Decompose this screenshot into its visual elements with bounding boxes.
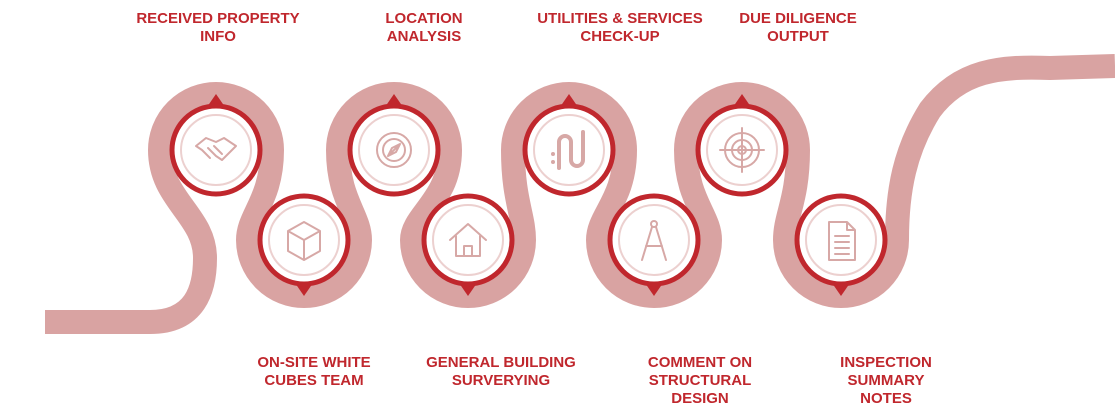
step-label-due-diligence-output: DUE DILIGENCE OUTPUT <box>739 10 857 45</box>
step-node <box>257 193 351 296</box>
step-node <box>347 94 441 197</box>
step-inner-ring <box>432 204 504 276</box>
step-inner-ring <box>618 204 690 276</box>
step-label-structural-design: COMMENT ON STRUCTURAL DESIGN <box>647 354 753 407</box>
step-inner-ring <box>180 114 252 186</box>
target-icon <box>719 127 765 173</box>
track-path <box>45 54 1115 334</box>
compass-icon <box>376 132 412 168</box>
step-label-on-site-team: ON-SITE WHITE CUBES TEAM <box>257 354 371 389</box>
pipe-icon <box>551 130 585 170</box>
document-icon <box>828 221 856 261</box>
step-label-general-building-surveying: GENERAL BUILDING SURVERYING <box>426 354 576 389</box>
step-node <box>421 193 515 296</box>
step-node <box>522 94 616 197</box>
drafting-compass-icon <box>641 220 667 261</box>
step-icons <box>169 94 888 296</box>
serpentine-track <box>45 54 1115 334</box>
step-label-location-analysis: LOCATION ANALYSIS <box>385 10 463 45</box>
handshake-icon <box>195 137 237 161</box>
cube-icon <box>287 221 321 261</box>
step-node <box>695 94 789 197</box>
step-node <box>607 193 701 296</box>
step-label-received-property-info: RECEIVED PROPERTY INFO <box>136 10 300 45</box>
step-node <box>169 94 263 197</box>
step-label-inspection-summary: INSPECTION SUMMARY NOTES <box>840 354 932 407</box>
step-inner-ring <box>805 204 877 276</box>
house-icon <box>449 223 487 257</box>
step-label-utilities-services: UTILITIES & SERVICES CHECK-UP <box>537 10 703 45</box>
step-node <box>794 193 888 296</box>
